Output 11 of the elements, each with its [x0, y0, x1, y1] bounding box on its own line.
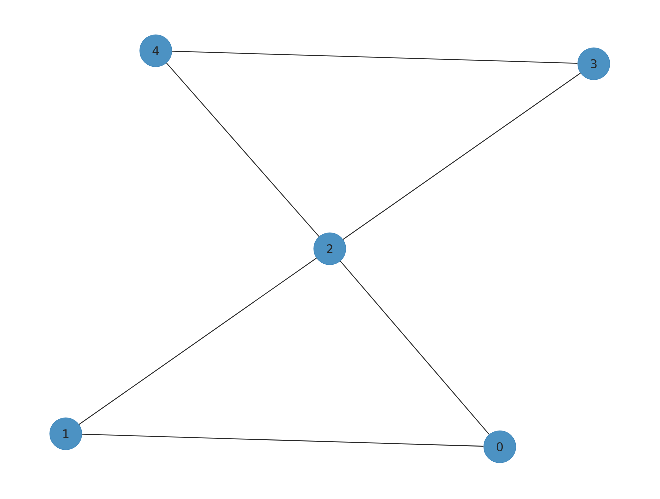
- edge-line: [340, 260, 490, 436]
- edge-line: [82, 434, 484, 447]
- graph-node: 4: [140, 34, 172, 68]
- graph-node: 2: [314, 232, 346, 266]
- edge-line: [166, 62, 320, 238]
- graph-node: 3: [578, 48, 610, 80]
- edge-line: [342, 72, 582, 240]
- graph-node: 1: [50, 418, 82, 450]
- edge-line: [172, 51, 578, 64]
- edge-line: [78, 258, 318, 426]
- graph-node: 0: [484, 430, 516, 464]
